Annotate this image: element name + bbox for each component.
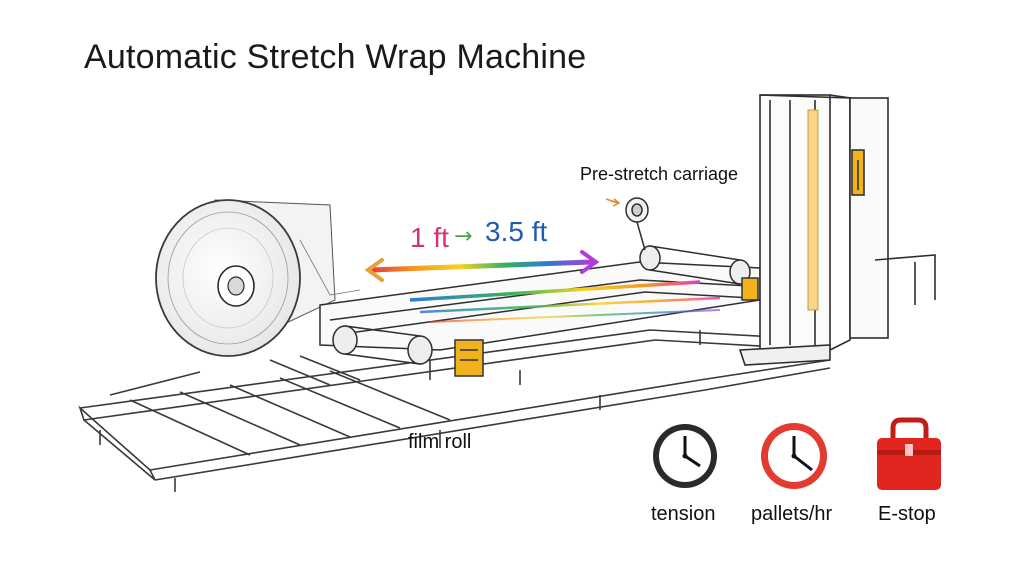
film-roll xyxy=(155,199,361,357)
machine-body xyxy=(319,245,761,385)
carriage-label: Pre-stretch carriage xyxy=(580,164,739,184)
film-roll-label: film roll xyxy=(408,431,472,453)
wrap-tower xyxy=(738,94,936,366)
estop-label: E-stop xyxy=(878,503,936,525)
emergency-stop-icon xyxy=(877,417,941,490)
stretch-ratio-arrow: → xyxy=(454,224,473,249)
tension-label: tension xyxy=(651,503,716,525)
pre-stretch-arrow xyxy=(364,250,721,323)
base-frame xyxy=(78,329,831,492)
stretch-to-label: 3.5 ft xyxy=(485,216,548,247)
clock-icon xyxy=(761,423,827,489)
diagram-title: Automatic Stretch Wrap Machine xyxy=(84,38,587,76)
pallets-per-hour-label: pallets/hr xyxy=(751,503,833,525)
stretch-from-label: 1 ft xyxy=(410,222,449,253)
gauge-icon xyxy=(653,424,717,488)
pre-stretch-carriage xyxy=(605,197,649,251)
